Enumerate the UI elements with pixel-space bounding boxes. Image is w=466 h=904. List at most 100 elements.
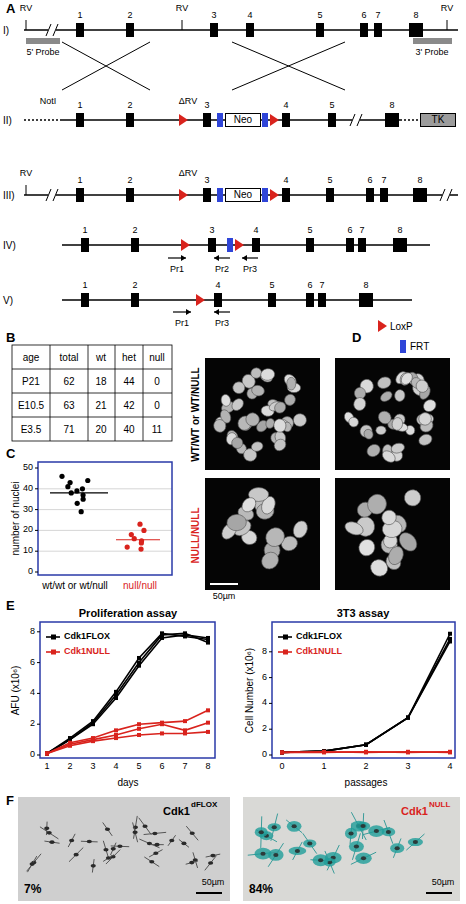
primer-label: Pr1 (170, 265, 184, 275)
cell-process (27, 856, 36, 872)
table-header: total (60, 352, 79, 363)
tick-label: 0 (262, 750, 267, 760)
data-curve (47, 633, 208, 753)
exon-number: 2 (132, 281, 137, 291)
tick-label: 5 (136, 762, 141, 772)
exon-box (316, 23, 324, 37)
data-marker (68, 736, 72, 740)
panel-letter: E (6, 599, 15, 613)
cell-process (144, 857, 159, 867)
data-curve (282, 634, 450, 753)
exon-number: 1 (77, 11, 82, 21)
recombination-line (232, 42, 345, 90)
data-marker (91, 719, 95, 723)
nucleus (251, 384, 266, 397)
exon-box (246, 23, 254, 37)
nucleus (347, 415, 360, 428)
tick-label: 1 (44, 762, 49, 772)
cell-body (152, 832, 157, 836)
axis-title: AFU (x10⁶) (11, 665, 22, 715)
grid-line (38, 488, 172, 489)
data-marker (160, 631, 164, 635)
tick-label: 2 (262, 724, 267, 734)
data-marker (183, 634, 187, 638)
tick-label: 4 (447, 762, 452, 772)
tick-label: 7 (182, 762, 187, 772)
site-label: NotI (40, 97, 57, 107)
data-marker (364, 750, 368, 754)
chart-frame (272, 622, 455, 758)
chart-title: Proliferation assay (79, 607, 177, 619)
scale-label: 50µm (202, 878, 225, 888)
nucleus (365, 442, 383, 459)
exon-box (326, 188, 334, 202)
cell-body (208, 861, 213, 865)
axis-tick (35, 488, 38, 489)
nucleus (244, 411, 262, 429)
cell-process (111, 845, 129, 847)
neo-cassette-box: Neo (225, 188, 261, 202)
tick-label: 50 (23, 463, 33, 473)
cell-process (144, 832, 167, 834)
primer-label: Pr2 (215, 265, 229, 275)
micrograph (335, 358, 450, 470)
data-marker (183, 719, 187, 723)
cell-process (168, 835, 176, 846)
exon-box (203, 188, 211, 202)
micrograph (205, 478, 320, 590)
break-mark (53, 189, 58, 201)
nucleus (356, 537, 378, 559)
exon-number: 8 (363, 281, 368, 291)
cell-nucleus (386, 830, 391, 834)
nucleus (273, 418, 287, 433)
chart-frame (40, 622, 215, 758)
break-mark (46, 24, 51, 36)
primer-label: Pr3 (243, 265, 257, 275)
nucleus (414, 378, 431, 395)
tick-label: 4 (30, 688, 35, 698)
legend-sample (283, 650, 288, 655)
probe-bar (26, 38, 60, 44)
cell-nucleus (295, 849, 300, 853)
exon-number: 3 (209, 226, 214, 236)
break-mark (357, 114, 362, 126)
cell-process (69, 848, 83, 862)
exon-number: 6 (361, 11, 366, 21)
data-marker (322, 750, 326, 754)
primer-label: Pr1 (175, 319, 189, 329)
exon-number: 4 (253, 226, 258, 236)
axis-tick (269, 677, 272, 678)
data-marker (160, 636, 164, 640)
data-marker (406, 750, 410, 754)
tick-label: 2 (30, 719, 35, 729)
axis-title: Cell Number (x10⁶) (245, 647, 256, 732)
cassette-name: TK (432, 114, 445, 125)
break-mark (350, 114, 355, 126)
site-tick (447, 20, 448, 30)
exon-box (328, 113, 336, 127)
primer-arrow-head (181, 255, 186, 261)
exon-box (131, 238, 139, 252)
tick-label: 3 (90, 762, 95, 772)
nucleus (293, 413, 308, 427)
data-curve (282, 641, 450, 752)
row-numeral: V) (3, 295, 13, 306)
exon-box (208, 238, 216, 252)
legend-text: Cdk1NULL (296, 647, 342, 657)
frt-site (217, 113, 223, 127)
data-marker (206, 638, 210, 642)
exon-box (203, 113, 211, 127)
nucleus (417, 432, 434, 447)
legend-sample (51, 650, 56, 655)
recombination-line (62, 42, 150, 90)
nucleus (380, 448, 397, 464)
exon-box (393, 238, 407, 252)
table-rule (143, 345, 144, 441)
stained-cell (345, 828, 357, 839)
tick-label: 2 (67, 762, 72, 772)
tick-label: 4 (113, 762, 118, 772)
stained-cell (255, 827, 268, 837)
exon-number: 2 (127, 101, 132, 111)
tick-label: 40 (23, 484, 33, 494)
stained-cell (408, 838, 423, 846)
